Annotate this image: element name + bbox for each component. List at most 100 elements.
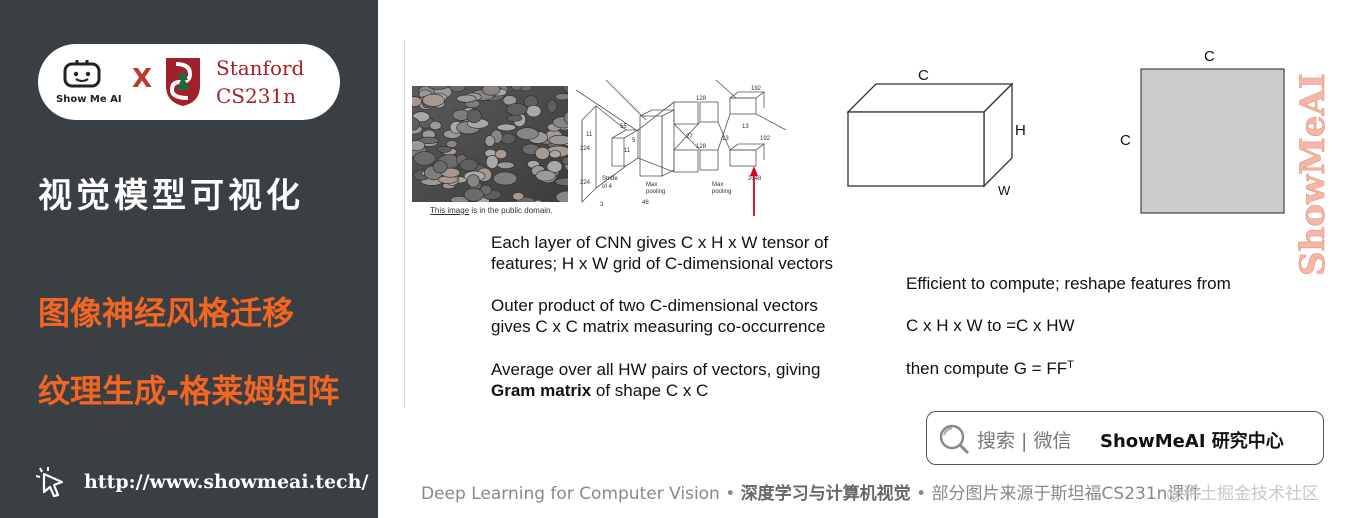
transpose-superscript: T xyxy=(1067,359,1074,371)
cursor-click-icon xyxy=(36,467,64,498)
pebble xyxy=(561,156,568,165)
cube-label-w: W xyxy=(998,183,1011,198)
pebble xyxy=(494,149,508,159)
footer-community-watermark: @稀土掘金技术社区 xyxy=(1166,484,1319,504)
cube-label-h: H xyxy=(1015,122,1026,139)
square-label-top: C xyxy=(1204,48,1215,65)
cnn-label: Stride xyxy=(602,176,618,182)
search-brand: ShowMeAI 研究中心 xyxy=(1100,431,1284,452)
pebble xyxy=(496,123,517,132)
pebble xyxy=(428,86,448,90)
topic-title: 图像神经风格迁移 xyxy=(38,294,295,332)
cnn-label: 2048 xyxy=(748,176,762,182)
photo-caption-text: is in the public domain. xyxy=(469,206,553,215)
footer-sep: • xyxy=(910,484,932,504)
pebble xyxy=(466,174,480,188)
footer-sep: • xyxy=(719,484,741,504)
cnn-label: pooling xyxy=(646,189,665,195)
logo-banner: Show Me AI X Stanford CS231n xyxy=(38,44,340,120)
pebbles-photo xyxy=(412,86,568,202)
pebble xyxy=(535,169,556,182)
pebble xyxy=(466,108,482,123)
section-title: 视觉模型可视化 xyxy=(38,176,304,216)
para2-line2: gives C x C matrix measuring co-occurren… xyxy=(491,317,826,336)
pebble xyxy=(412,140,425,152)
pebble xyxy=(436,145,452,153)
tensor-cube-diagram: C H W xyxy=(846,67,1026,198)
pebble xyxy=(412,96,422,107)
pebble xyxy=(432,160,448,174)
pebble xyxy=(516,127,539,140)
pebble xyxy=(429,120,442,131)
cnn-label: Max xyxy=(646,182,657,188)
pebble xyxy=(546,99,558,113)
pebble xyxy=(485,155,499,169)
photo-caption-link[interactable]: This image xyxy=(430,206,470,215)
gram-matrix-term: Gram matrix xyxy=(491,381,592,400)
search-hint: 搜索 | 微信 xyxy=(977,430,1072,452)
times-sign: X xyxy=(132,64,153,94)
cnn-label: 13 xyxy=(722,136,729,142)
right-text-1: Efficient to compute; reshape features f… xyxy=(906,274,1231,293)
square-label-left: C xyxy=(1120,132,1131,149)
website-link[interactable]: http://www.showmeai.tech/ xyxy=(84,471,369,493)
pebble xyxy=(512,192,525,201)
topic-subtitle: 纹理生成-格莱姆矩阵 xyxy=(38,372,340,410)
cnn-label: 224 xyxy=(580,146,591,152)
photo-caption: This image is in the public domain. xyxy=(430,206,553,215)
pebble xyxy=(456,94,477,103)
footer-course-en: Deep Learning for Computer Vision xyxy=(421,484,720,504)
para3-line2: Gram matrix of shape C x C xyxy=(491,380,708,401)
pebble xyxy=(484,135,496,147)
pebble xyxy=(497,161,515,170)
cnn-label: 55 xyxy=(620,124,627,130)
robot-logo-icon xyxy=(63,60,101,88)
pebble xyxy=(555,93,568,101)
cnn-label: of 4 xyxy=(602,184,613,190)
cnn-label: 192 xyxy=(760,136,771,142)
pebble xyxy=(533,199,543,202)
stanford-label: Stanford xyxy=(216,56,305,80)
para1-line2: features; H x W grid of C-dimensional ve… xyxy=(491,254,834,273)
cnn-label: 192 xyxy=(751,86,762,92)
cnn-label: 128 xyxy=(696,96,707,102)
pebble xyxy=(445,140,458,148)
pebble xyxy=(493,171,518,186)
right-text-3-main: then compute G = FF xyxy=(906,359,1068,378)
pebble xyxy=(448,86,466,93)
cnn-label: 128 xyxy=(696,144,707,150)
divider-line xyxy=(404,40,405,408)
para3-rest: of shape C x C xyxy=(591,381,709,400)
watermark-text: ShowMeAI xyxy=(1293,73,1333,276)
wechat-search-box[interactable]: 搜索 | 微信 ShowMeAI 研究中心 xyxy=(926,411,1324,465)
cnn-label: 27 xyxy=(686,134,693,140)
pebble xyxy=(506,114,523,122)
pebble xyxy=(562,86,568,93)
pebble xyxy=(549,150,561,159)
pebble xyxy=(482,86,501,96)
cnn-label: pooling xyxy=(712,189,731,195)
showmeai-watermark: ShowMeAI xyxy=(1293,73,1334,276)
footer-course-cn: 深度学习与计算机视觉 xyxy=(740,484,911,504)
gram-matrix-square: C C xyxy=(1120,48,1285,214)
cnn-label: 3 xyxy=(600,202,604,208)
highlight-arrow-head xyxy=(750,166,758,176)
pebble xyxy=(506,103,528,116)
stanford-seal-icon xyxy=(166,58,200,106)
cnn-label: 48 xyxy=(642,200,649,206)
right-text-2: C x H x W to =C x HW xyxy=(906,316,1075,335)
para1-line1: Each layer of CNN gives C x H x W tensor… xyxy=(491,233,829,252)
pebble xyxy=(555,190,568,202)
pebble xyxy=(422,93,445,107)
pebble xyxy=(412,117,420,131)
logo-caption: Show Me AI xyxy=(56,94,122,105)
cube-label-c: C xyxy=(918,67,929,84)
pebble xyxy=(548,134,568,146)
cnn-label: Max xyxy=(712,182,723,188)
pebble xyxy=(554,177,568,186)
cnn-label: 13 xyxy=(742,124,749,130)
pebble xyxy=(459,158,479,172)
pebble xyxy=(500,133,516,145)
pebble xyxy=(546,160,563,173)
